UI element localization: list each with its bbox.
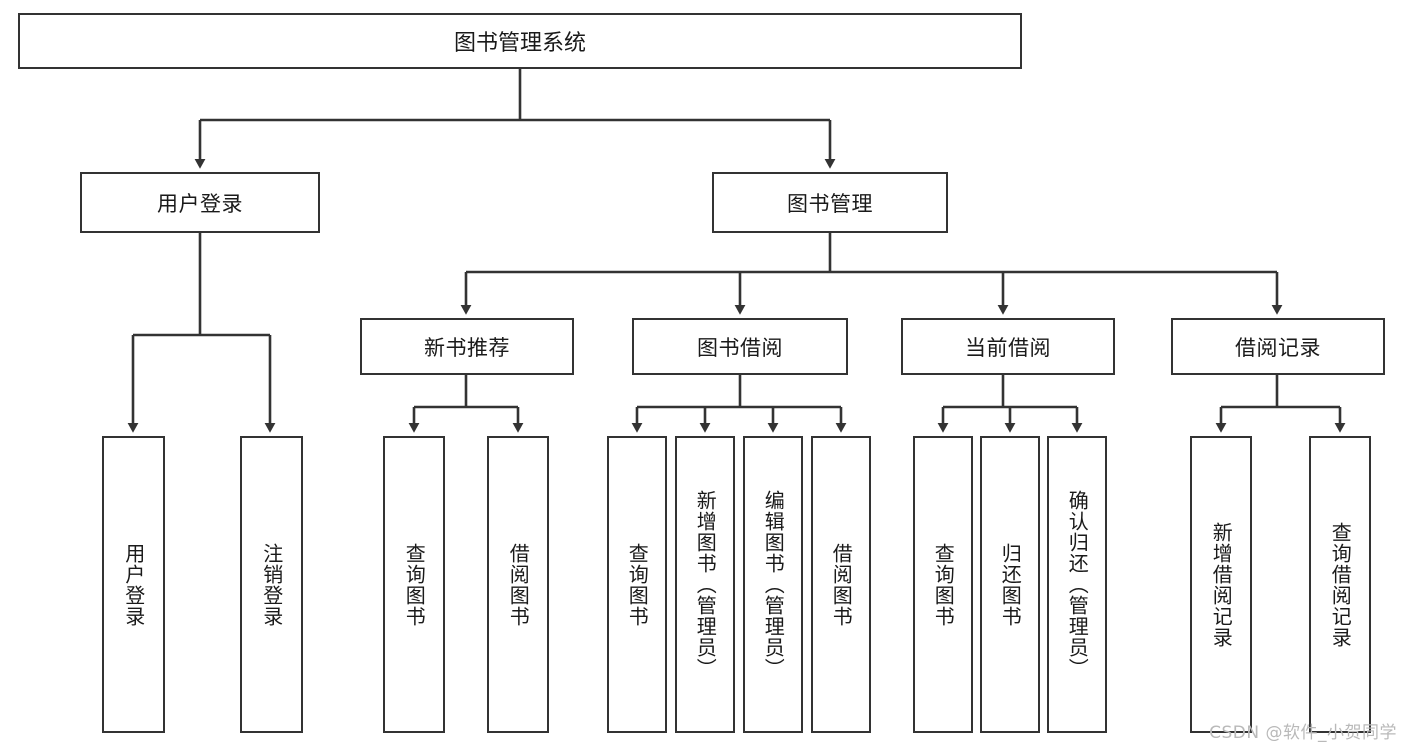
node-leaf-return-book[interactable]: 归还图书 (980, 436, 1040, 733)
node-current-borrow-label: 当前借阅 (965, 335, 1051, 360)
node-leaf-add-record-label: 新增借阅记录 (1209, 521, 1234, 648)
node-leaf-query-book-2-label: 查询图书 (625, 542, 650, 627)
node-leaf-add-record[interactable]: 新增借阅记录 (1190, 436, 1252, 733)
node-leaf-query-record-label: 查询借阅记录 (1328, 521, 1353, 648)
node-root[interactable]: 图书管理系统 (18, 13, 1022, 69)
node-leaf-confirm-return-label: 确认归还（管理员） (1065, 490, 1090, 679)
node-leaf-query-book-2[interactable]: 查询图书 (607, 436, 667, 733)
node-book-manage-label: 图书管理 (787, 191, 873, 216)
node-current-borrow[interactable]: 当前借阅 (901, 318, 1115, 375)
node-leaf-confirm-return[interactable]: 确认归还（管理员） (1047, 436, 1107, 733)
node-leaf-query-book-1-label: 查询图书 (402, 542, 427, 627)
node-user-login-label: 用户登录 (157, 191, 243, 216)
node-book-borrow[interactable]: 图书借阅 (632, 318, 848, 375)
node-leaf-add-book-label: 新增图书（管理员） (693, 490, 718, 679)
node-user-login[interactable]: 用户登录 (80, 172, 320, 233)
node-leaf-user-login[interactable]: 用户登录 (102, 436, 165, 733)
node-leaf-logout-login[interactable]: 注销登录 (240, 436, 303, 733)
node-leaf-add-book[interactable]: 新增图书（管理员） (675, 436, 735, 733)
node-leaf-return-book-label: 归还图书 (998, 542, 1023, 627)
node-leaf-edit-book[interactable]: 编辑图书（管理员） (743, 436, 803, 733)
node-leaf-borrow-book-2-label: 借阅图书 (829, 542, 854, 627)
node-leaf-borrow-book-1-label: 借阅图书 (506, 542, 531, 627)
node-book-manage[interactable]: 图书管理 (712, 172, 948, 233)
node-borrow-record[interactable]: 借阅记录 (1171, 318, 1385, 375)
node-leaf-query-book-3[interactable]: 查询图书 (913, 436, 973, 733)
node-borrow-record-label: 借阅记录 (1235, 335, 1321, 360)
node-new-book-rec[interactable]: 新书推荐 (360, 318, 574, 375)
node-leaf-edit-book-label: 编辑图书（管理员） (761, 490, 786, 679)
node-new-book-rec-label: 新书推荐 (424, 335, 510, 360)
node-leaf-borrow-book-1[interactable]: 借阅图书 (487, 436, 549, 733)
node-root-label: 图书管理系统 (453, 31, 586, 56)
node-leaf-query-record[interactable]: 查询借阅记录 (1309, 436, 1371, 733)
node-leaf-borrow-book-2[interactable]: 借阅图书 (811, 436, 871, 733)
node-leaf-user-login-label: 用户登录 (121, 542, 146, 627)
watermark-text: CSDN @软件_小贺同学 (1209, 723, 1397, 743)
node-leaf-query-book-3-label: 查询图书 (931, 542, 956, 627)
node-leaf-query-book-1[interactable]: 查询图书 (383, 436, 445, 733)
node-leaf-logout-login-label: 注销登录 (259, 542, 284, 627)
node-book-borrow-label: 图书借阅 (697, 335, 783, 360)
